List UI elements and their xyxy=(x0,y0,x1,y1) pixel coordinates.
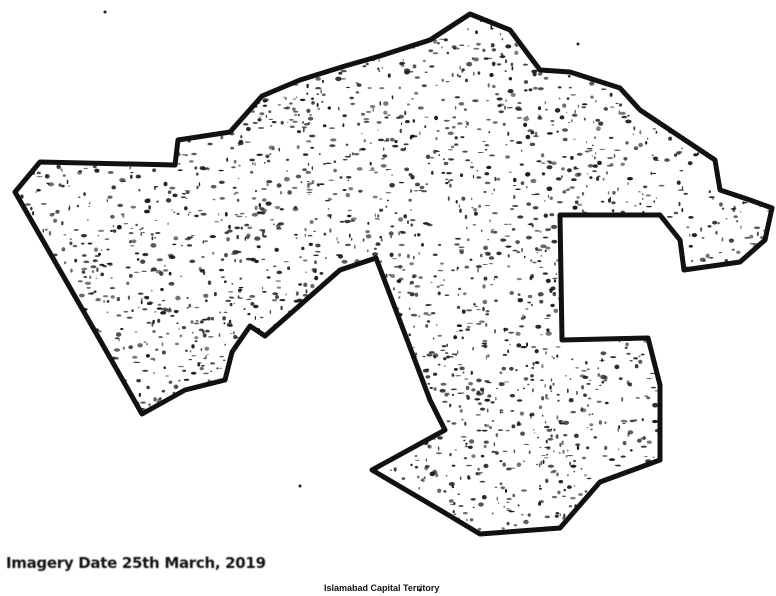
territory-boundary xyxy=(12,11,775,537)
imagery-date-label: Imagery Date 25th March, 2019 xyxy=(6,554,266,572)
stray-dots xyxy=(103,10,580,592)
territory-name-label: Islamabad Capital Territory xyxy=(324,583,440,593)
